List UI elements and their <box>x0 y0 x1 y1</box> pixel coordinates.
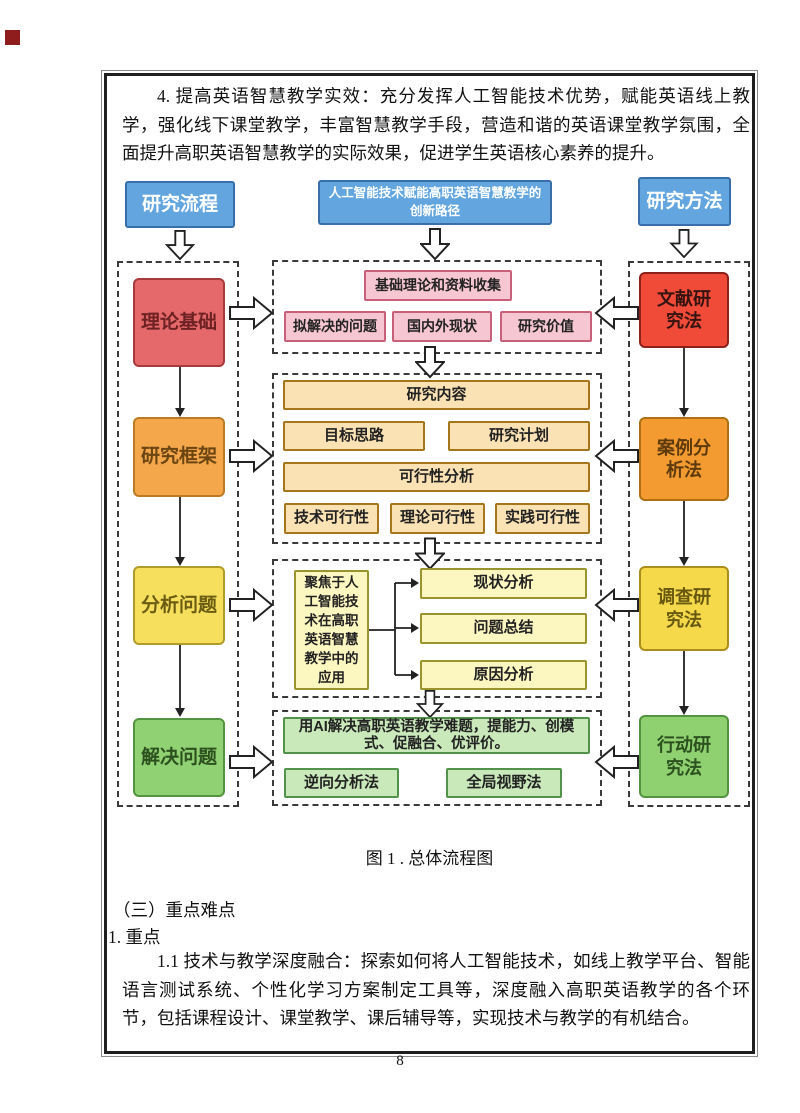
stage-box-analyze: 分析问题 <box>133 566 225 645</box>
group3-focus-box: 聚焦于人工智能技术在高职英语智慧教学中的应用 <box>294 570 369 690</box>
group1-item-box: 国内外现状 <box>392 311 492 342</box>
arrow-down-icon <box>415 345 445 379</box>
group4-header-box: 用AI解决高职英语教学难题，提能力、创模式、促融合、优评价。 <box>283 717 590 754</box>
page-number: 8 <box>396 1053 404 1069</box>
group4-item-box: 全局视野法 <box>446 768 562 798</box>
group2-item-box: 目标思路 <box>283 421 425 451</box>
group3-item-box: 问题总结 <box>420 613 587 644</box>
group2-row-box: 可行性分析 <box>283 462 590 492</box>
group2-item-box: 理论可行性 <box>390 503 485 534</box>
flow-left-header: 研究流程 <box>125 181 235 228</box>
arrow-left-icon <box>594 745 640 779</box>
arrow-down-icon <box>415 537 445 570</box>
arrow-down-icon <box>669 229 699 258</box>
group1-header-box: 基础理论和资料收集 <box>364 270 512 301</box>
arrow-down-icon <box>165 230 195 260</box>
middle-group1-dashed-box <box>272 260 602 354</box>
group2-item-box: 研究计划 <box>448 421 590 451</box>
method-box-survey: 调查研究法 <box>639 566 729 651</box>
branch-connector-icon <box>369 570 420 682</box>
group3-item-box: 现状分析 <box>420 568 587 599</box>
right-column-dashed-box <box>628 261 750 807</box>
connector-arrow-icon <box>678 348 690 417</box>
connector-arrow-icon <box>174 367 186 417</box>
page-corner-mark <box>5 30 20 45</box>
intro-paragraph: 4. 提高英语智慧教学实效：充分发挥人工智能技术优势，赋能英语线上教学，强化线下… <box>122 86 750 163</box>
arrow-left-icon <box>594 296 640 330</box>
connector-arrow-icon <box>174 497 186 566</box>
stage-box-theory: 理论基础 <box>133 278 225 367</box>
section-heading: （三）重点难点 <box>113 900 236 920</box>
group1-item-box: 拟解决的问题 <box>284 311 386 342</box>
body-paragraph: 1.1 技术与教学深度融合：探索如何将人工智能技术，如线上教学平台、智能语言测试… <box>122 951 750 1028</box>
arrow-right-icon <box>228 439 274 473</box>
flow-right-header: 研究方法 <box>638 177 731 226</box>
group3-item-box: 原因分析 <box>420 660 587 690</box>
stage-box-solve: 解决问题 <box>133 718 225 797</box>
arrow-right-icon <box>228 296 274 330</box>
connector-arrow-icon <box>678 501 690 566</box>
method-box-literature: 文献研究法 <box>639 272 729 348</box>
flow-center-title: 人工智能技术赋能高职英语智慧教学的创新路径 <box>318 180 552 225</box>
figure-caption: 图 1 . 总体流程图 <box>365 849 494 868</box>
group2-item-box: 技术可行性 <box>284 503 379 534</box>
method-box-action: 行动研究法 <box>639 715 729 798</box>
arrow-down-icon <box>415 690 445 718</box>
group4-item-box: 逆向分析法 <box>284 768 399 798</box>
arrow-down-icon <box>420 227 450 261</box>
arrow-right-icon <box>228 745 274 779</box>
stage-box-framework: 研究框架 <box>133 417 225 497</box>
group1-item-box: 研究价值 <box>500 311 592 342</box>
connector-arrow-icon <box>678 651 690 715</box>
arrow-left-icon <box>594 588 640 622</box>
left-column-dashed-box <box>117 261 239 807</box>
connector-arrow-icon <box>174 645 186 717</box>
method-box-case: 案例分析法 <box>639 417 729 501</box>
sub-heading: 1. 重点 <box>108 927 161 947</box>
group2-row-box: 研究内容 <box>283 380 590 410</box>
arrow-right-icon <box>228 588 274 622</box>
arrow-left-icon <box>594 439 640 473</box>
group2-item-box: 实践可行性 <box>495 503 590 534</box>
